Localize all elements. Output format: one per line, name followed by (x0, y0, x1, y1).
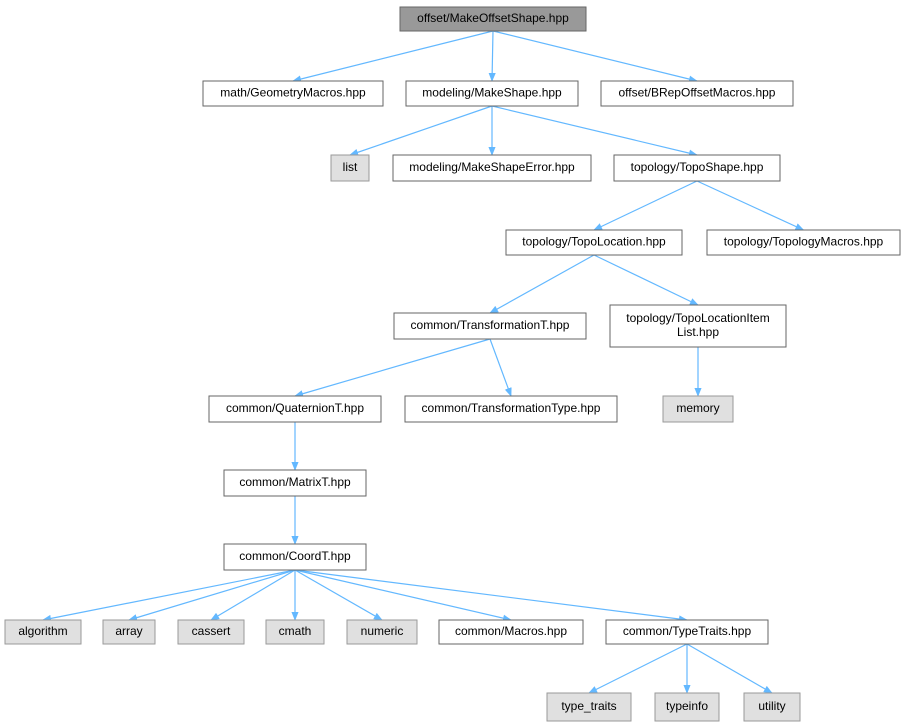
node-numeric: numeric (346, 619, 418, 645)
node-box-toposhape (613, 154, 781, 182)
node-label-algorithm: algorithm (18, 624, 67, 638)
edge-coord-to-cassert (210, 569, 296, 621)
node-box-transftype (404, 395, 618, 423)
node-box-cmath (265, 619, 325, 645)
node-makeshapeerror[interactable]: modeling/MakeShapeError.hpp (392, 154, 592, 182)
edge-toposhape-to-topomacros (696, 180, 805, 231)
node-box-makeshapeerror (392, 154, 592, 182)
node-label-cmath: cmath (279, 624, 312, 638)
edge-transformation-to-transftype (489, 338, 512, 397)
node-label-makeshape: modeling/MakeShape.hpp (422, 86, 562, 100)
node-label-makeshapeerror: modeling/MakeShapeError.hpp (409, 160, 575, 174)
node-quaternion[interactable]: common/QuaternionT.hpp (208, 395, 382, 423)
node-brepoffset[interactable]: offset/BRepOffsetMacros.hpp (600, 80, 794, 107)
node-box-coord (223, 543, 367, 571)
node-label-utility: utility (758, 699, 785, 713)
node-label-topolocitemlist-line-2: List.hpp (677, 325, 719, 339)
node-memory: memory (662, 395, 734, 423)
node-cassert: cassert (177, 619, 245, 645)
node-box-type_traits (546, 692, 632, 722)
edge-makeshape-to-list (349, 105, 493, 156)
node-box-cassert (177, 619, 245, 645)
node-box-topomacros (706, 229, 901, 256)
node-label-coord: common/CoordT.hpp (239, 549, 351, 563)
node-box-list (330, 154, 370, 182)
edge-typetraits-to-utility (686, 643, 773, 694)
edge-toposhape-to-topolocation (593, 180, 698, 231)
node-box-transformation (393, 312, 587, 340)
node-label-geommacros: math/GeometryMacros.hpp (220, 86, 366, 100)
node-algorithm: algorithm (4, 619, 82, 645)
node-box-brepoffset (600, 80, 794, 107)
node-box-geommacros (202, 80, 384, 107)
node-box-utility (743, 692, 801, 722)
node-label-toposhape: topology/TopoShape.hpp (631, 160, 764, 174)
node-type_traits: type_traits (546, 692, 632, 722)
node-label-transformation: common/TransformationT.hpp (411, 318, 570, 332)
edge-root-to-geommacros (292, 30, 494, 83)
node-label-matrix: common/MatrixT.hpp (239, 475, 351, 489)
node-label-numeric: numeric (361, 624, 404, 638)
edge-topolocation-to-topolocitemlist (593, 254, 699, 306)
node-box-topolocitemlist (609, 304, 787, 348)
node-matrix[interactable]: common/MatrixT.hpp (223, 469, 367, 497)
node-cmath: cmath (265, 619, 325, 645)
node-label-type_traits: type_traits (561, 699, 616, 713)
edge-coord-to-typetraits (294, 569, 688, 623)
node-label-topolocitemlist-line-1: topology/TopoLocationItem (626, 311, 769, 325)
node-label-list: list (343, 160, 358, 174)
node-label-root: offset/MakeOffsetShape.hpp (417, 11, 569, 25)
node-box-typeinfo (654, 692, 720, 722)
node-label-memory: memory (676, 401, 719, 415)
edge-coord-to-array (128, 569, 296, 622)
node-transformation[interactable]: common/TransformationT.hpp (393, 312, 587, 340)
edge-typetraits-to-type_traits (588, 643, 688, 694)
edge-makeshape-to-toposhape (491, 105, 698, 157)
node-box-root (399, 6, 587, 32)
node-box-typetraits (605, 619, 769, 645)
node-box-matrix (223, 469, 367, 497)
edge-coord-to-algorithm (42, 569, 296, 622)
node-label-quaternion: common/QuaternionT.hpp (226, 401, 364, 415)
node-transftype[interactable]: common/TransformationType.hpp (404, 395, 618, 423)
node-box-makeshape (405, 80, 579, 107)
node-label-topolocation: topology/TopoLocation.hpp (522, 235, 666, 249)
node-utility: utility (743, 692, 801, 722)
node-label-transftype: common/TransformationType.hpp (422, 401, 601, 415)
edge-coord-to-numeric (294, 569, 383, 621)
node-geommacros[interactable]: math/GeometryMacros.hpp (202, 80, 384, 107)
node-box-quaternion (208, 395, 382, 423)
node-array: array (102, 619, 156, 645)
edge-root-to-makeshape (488, 30, 496, 82)
node-coord[interactable]: common/CoordT.hpp (223, 543, 367, 571)
edge-transformation-to-quaternion (294, 338, 491, 398)
node-list: list (330, 154, 370, 182)
node-topolocation[interactable]: topology/TopoLocation.hpp (505, 229, 683, 256)
node-label-array: array (115, 624, 142, 638)
node-root[interactable]: offset/MakeOffsetShape.hpp (399, 6, 587, 32)
node-box-memory (662, 395, 734, 423)
node-typeinfo: typeinfo (654, 692, 720, 722)
node-label-topomacros: topology/TopologyMacros.hpp (724, 235, 884, 249)
edge-topolocation-to-transformation (489, 254, 595, 314)
node-macros[interactable]: common/Macros.hpp (438, 619, 584, 645)
node-toposhape[interactable]: topology/TopoShape.hpp (613, 154, 781, 182)
node-box-topolocation (505, 229, 683, 256)
node-box-numeric (346, 619, 418, 645)
node-box-algorithm (4, 619, 82, 645)
node-label-cassert: cassert (192, 624, 231, 638)
node-label-typetraits: common/TypeTraits.hpp (623, 624, 752, 638)
node-typetraits[interactable]: common/TypeTraits.hpp (605, 619, 769, 645)
node-label-typeinfo: typeinfo (666, 699, 708, 713)
node-topomacros[interactable]: topology/TopologyMacros.hpp (706, 229, 901, 256)
node-box-macros (438, 619, 584, 645)
node-box-array (102, 619, 156, 645)
node-label-macros: common/Macros.hpp (455, 624, 567, 638)
edge-root-to-brepoffset (492, 30, 698, 83)
edge-coord-to-macros (294, 569, 512, 622)
node-label-brepoffset: offset/BRepOffsetMacros.hpp (619, 86, 776, 100)
node-makeshape[interactable]: modeling/MakeShape.hpp (405, 80, 579, 107)
